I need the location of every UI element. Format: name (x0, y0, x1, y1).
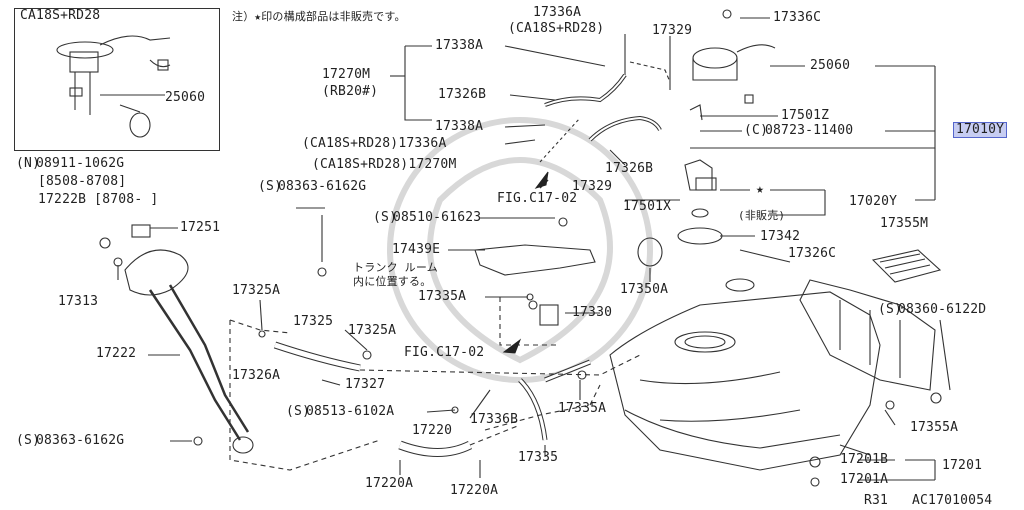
part-label: (CA18S+RD28) (508, 21, 605, 36)
part-label: (CA18S+RD28)17270M (312, 157, 457, 172)
part-label: 17501X (623, 199, 672, 214)
part-label: 17335A (418, 289, 467, 304)
part-label: 17220A (450, 483, 499, 498)
prefix-mark-s: (S) (258, 179, 283, 194)
figure-code: AC17010054 (912, 493, 993, 508)
part-label: 17222B [8708- ] (38, 192, 159, 207)
part-label: (RB20#) (322, 84, 379, 99)
prefix-mark-s: (S) (286, 404, 311, 419)
part-label: 17335 (518, 450, 559, 465)
note-text: 注）★印の構成部品は非販売です。 (232, 10, 406, 23)
part-label: 17329 (652, 23, 693, 38)
part-label: 08911-1062G (36, 156, 125, 171)
part-label: 17251 (180, 220, 221, 235)
part-label: 17338A (435, 119, 484, 134)
part-note: トランク ルーム (353, 261, 438, 274)
prefix-mark-n: (N) (16, 156, 41, 171)
part-label: 08360-6122D (898, 302, 987, 317)
part-label: 17342 (760, 229, 801, 244)
part-label: 17350A (620, 282, 669, 297)
part-note: 内に位置する。 (353, 275, 432, 288)
part-label: 17270M (322, 67, 371, 82)
part-label: 08510-61623 (393, 210, 482, 225)
part-label: [8508-8708] (38, 174, 127, 189)
part-label: 08363-6162G (278, 179, 367, 194)
inset-part-label: 25060 (165, 90, 206, 105)
part-label: 17201B (840, 452, 889, 467)
part-label: 17201A (840, 472, 889, 487)
part-label: 17329 (572, 179, 613, 194)
part-label: 17326A (232, 368, 281, 383)
prefix-mark-s: (S) (16, 433, 41, 448)
part-label: 17355A (910, 420, 959, 435)
part-label: 17336B (470, 412, 519, 427)
part-label: 17326C (788, 246, 837, 261)
part-label: 17355M (880, 216, 929, 231)
part-label: 17220A (365, 476, 414, 491)
part-label: 17336C (773, 10, 822, 25)
filler-neck-drawing (99, 224, 254, 454)
part-label: FIG.C17-02 (404, 345, 485, 360)
part-label: 17325 (293, 314, 334, 329)
part-label: (CA18S+RD28)17336A (302, 136, 447, 151)
part-label: 17327 (345, 377, 386, 392)
part-label: 08363-6162G (36, 433, 125, 448)
part-label: 08513-6102A (306, 404, 395, 419)
part-label: 08723-11400 (765, 123, 854, 138)
part-label: 17335A (558, 401, 607, 416)
inset-pump-drawing (56, 35, 171, 138)
highlighted-part-label[interactable]: 17010Y (953, 122, 1008, 138)
part-label: 17501Z (781, 108, 830, 123)
part-label: 17330 (572, 305, 613, 320)
revision-label: R31 (864, 493, 889, 508)
prefix-mark-s: (S) (878, 302, 903, 317)
part-label: 17220 (412, 423, 453, 438)
fuel-tank-drawing (609, 278, 881, 471)
part-label: 17201 (942, 458, 983, 473)
part-label: 17338A (435, 38, 484, 53)
star-mark: ★ (756, 182, 765, 197)
part-label: 17326B (605, 161, 654, 176)
prefix-mark-c: (C) (744, 123, 769, 138)
part-label: 17336A (533, 5, 582, 20)
part-label: 17325A (348, 323, 397, 338)
part-label: 17020Y (849, 194, 898, 209)
inset-frame (14, 8, 220, 151)
part-label: FIG.C17-02 (497, 191, 578, 206)
prefix-mark-s: (S) (373, 210, 398, 225)
part-label: 17326B (438, 87, 487, 102)
part-label: 25060 (810, 58, 851, 73)
part-label: 17325A (232, 283, 281, 298)
part-label: 17222 (96, 346, 137, 361)
inset-title: CA18S+RD28 (20, 8, 101, 23)
part-label: 17313 (58, 294, 99, 309)
part-label: 17439E (392, 242, 441, 257)
part-label: (非販売) (738, 209, 786, 222)
